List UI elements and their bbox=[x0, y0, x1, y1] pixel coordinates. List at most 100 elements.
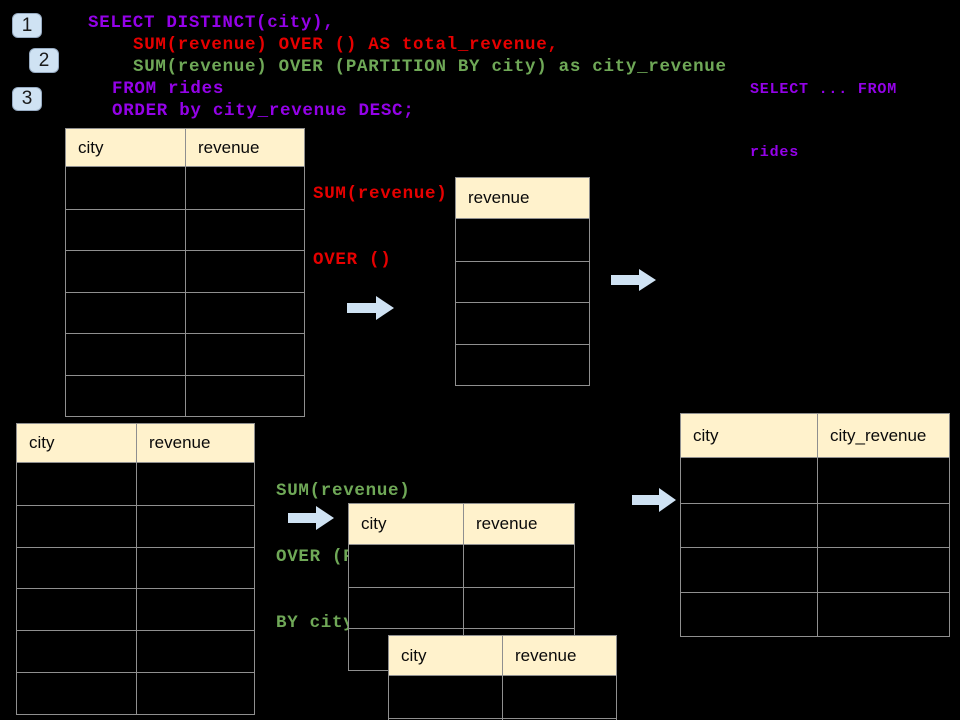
table-final-result: city city_revenue bbox=[680, 413, 950, 637]
step-badge-1: 1 bbox=[12, 13, 42, 38]
table-cell bbox=[66, 167, 186, 209]
table-cell bbox=[464, 587, 574, 629]
table-cell bbox=[456, 303, 589, 344]
flow-arrow-1 bbox=[347, 295, 395, 321]
right-arrow-icon bbox=[347, 296, 394, 320]
table-cell bbox=[186, 167, 304, 209]
sql-line-sum-total: SUM(revenue) OVER () AS total_revenue, bbox=[133, 35, 559, 55]
column-header-city: city bbox=[66, 129, 186, 166]
table-cell bbox=[137, 589, 254, 631]
column-header-revenue: revenue bbox=[137, 424, 254, 462]
table-cell bbox=[66, 375, 186, 416]
table-body bbox=[17, 463, 254, 714]
table-row bbox=[17, 588, 254, 631]
table-row bbox=[17, 504, 254, 547]
table-cell bbox=[349, 587, 464, 629]
table-cell bbox=[137, 463, 254, 505]
step-badge-2-label: 2 bbox=[38, 49, 50, 71]
table-row bbox=[17, 630, 254, 672]
table-row bbox=[681, 591, 949, 636]
table-cell bbox=[137, 631, 254, 672]
table-cell bbox=[186, 334, 304, 375]
step-badge-2: 2 bbox=[29, 48, 59, 73]
table-row bbox=[17, 463, 254, 505]
table-cell bbox=[681, 548, 818, 592]
sql-line-select: SELECT DISTINCT(city), bbox=[88, 13, 335, 33]
step-badge-3: 3 bbox=[12, 87, 42, 111]
sql-line-from: FROM rides bbox=[112, 79, 225, 99]
table-body bbox=[66, 167, 304, 416]
column-header-city: city bbox=[17, 424, 137, 462]
table-source-partition: city revenue bbox=[16, 423, 255, 715]
column-header-revenue: revenue bbox=[464, 504, 574, 544]
table-row bbox=[66, 374, 304, 416]
column-header-revenue: revenue bbox=[503, 636, 616, 675]
flow-arrow-2 bbox=[611, 268, 657, 292]
label-line: OVER () bbox=[313, 250, 392, 270]
table-header-row: city city_revenue bbox=[681, 414, 949, 458]
table-row bbox=[456, 219, 589, 261]
table-row bbox=[681, 458, 949, 503]
table-cell bbox=[681, 503, 818, 547]
table-body bbox=[456, 219, 589, 385]
table-cell bbox=[186, 292, 304, 333]
column-header-revenue: revenue bbox=[186, 129, 304, 166]
column-header-city-revenue: city_revenue bbox=[818, 414, 949, 457]
table-row bbox=[66, 167, 304, 209]
side-note-line: SELECT ... FROM bbox=[750, 81, 898, 98]
table-row bbox=[17, 671, 254, 714]
table-cell bbox=[17, 547, 137, 589]
table-row bbox=[456, 260, 589, 302]
table-cell bbox=[186, 375, 304, 416]
side-note-line: rides bbox=[750, 144, 800, 161]
table-header-row: city revenue bbox=[389, 636, 616, 676]
column-header-city: city bbox=[349, 504, 464, 544]
table-cell bbox=[818, 548, 949, 592]
table-partition-step-overlay: city revenue bbox=[388, 635, 617, 720]
label-line: SUM(revenue) bbox=[276, 481, 411, 501]
table-cell bbox=[456, 261, 589, 302]
table-cell bbox=[66, 251, 186, 292]
table-cell bbox=[17, 505, 137, 547]
side-note-select-from: SELECT ... FROM rides bbox=[750, 37, 897, 205]
table-row bbox=[66, 250, 304, 292]
table-cell bbox=[818, 592, 949, 636]
table-cell bbox=[681, 592, 818, 636]
table-cell bbox=[66, 292, 186, 333]
table-source-total: city revenue bbox=[65, 128, 305, 417]
table-row bbox=[456, 343, 589, 385]
right-arrow-icon bbox=[632, 488, 676, 512]
table-cell bbox=[503, 676, 616, 718]
flow-arrow-4 bbox=[632, 487, 677, 513]
column-header-revenue: revenue bbox=[456, 178, 589, 218]
table-cell bbox=[186, 209, 304, 250]
table-cell bbox=[456, 219, 589, 261]
table-row bbox=[66, 208, 304, 250]
right-arrow-icon bbox=[611, 269, 656, 291]
table-cell bbox=[66, 334, 186, 375]
label-sum-over-total: SUM(revenue) OVER () bbox=[313, 139, 447, 315]
table-cell bbox=[681, 458, 818, 503]
table-row bbox=[389, 676, 616, 718]
table-row bbox=[66, 291, 304, 333]
table-total-result: revenue bbox=[455, 177, 590, 386]
table-cell bbox=[389, 676, 503, 718]
table-cell bbox=[464, 545, 574, 587]
table-row bbox=[66, 333, 304, 375]
table-header-row: city revenue bbox=[66, 129, 304, 167]
table-row bbox=[681, 502, 949, 547]
step-badge-3-label: 3 bbox=[21, 88, 33, 109]
table-row bbox=[681, 547, 949, 592]
column-header-city: city bbox=[389, 636, 503, 675]
table-row bbox=[456, 302, 589, 344]
table-body bbox=[389, 676, 616, 720]
table-row bbox=[17, 546, 254, 589]
table-cell bbox=[17, 589, 137, 631]
table-cell bbox=[137, 505, 254, 547]
sql-line-sum-partition: SUM(revenue) OVER (PARTITION BY city) as… bbox=[133, 57, 727, 77]
table-cell bbox=[818, 503, 949, 547]
step-badge-1-label: 1 bbox=[21, 14, 33, 36]
table-cell bbox=[17, 463, 137, 505]
table-cell bbox=[186, 251, 304, 292]
